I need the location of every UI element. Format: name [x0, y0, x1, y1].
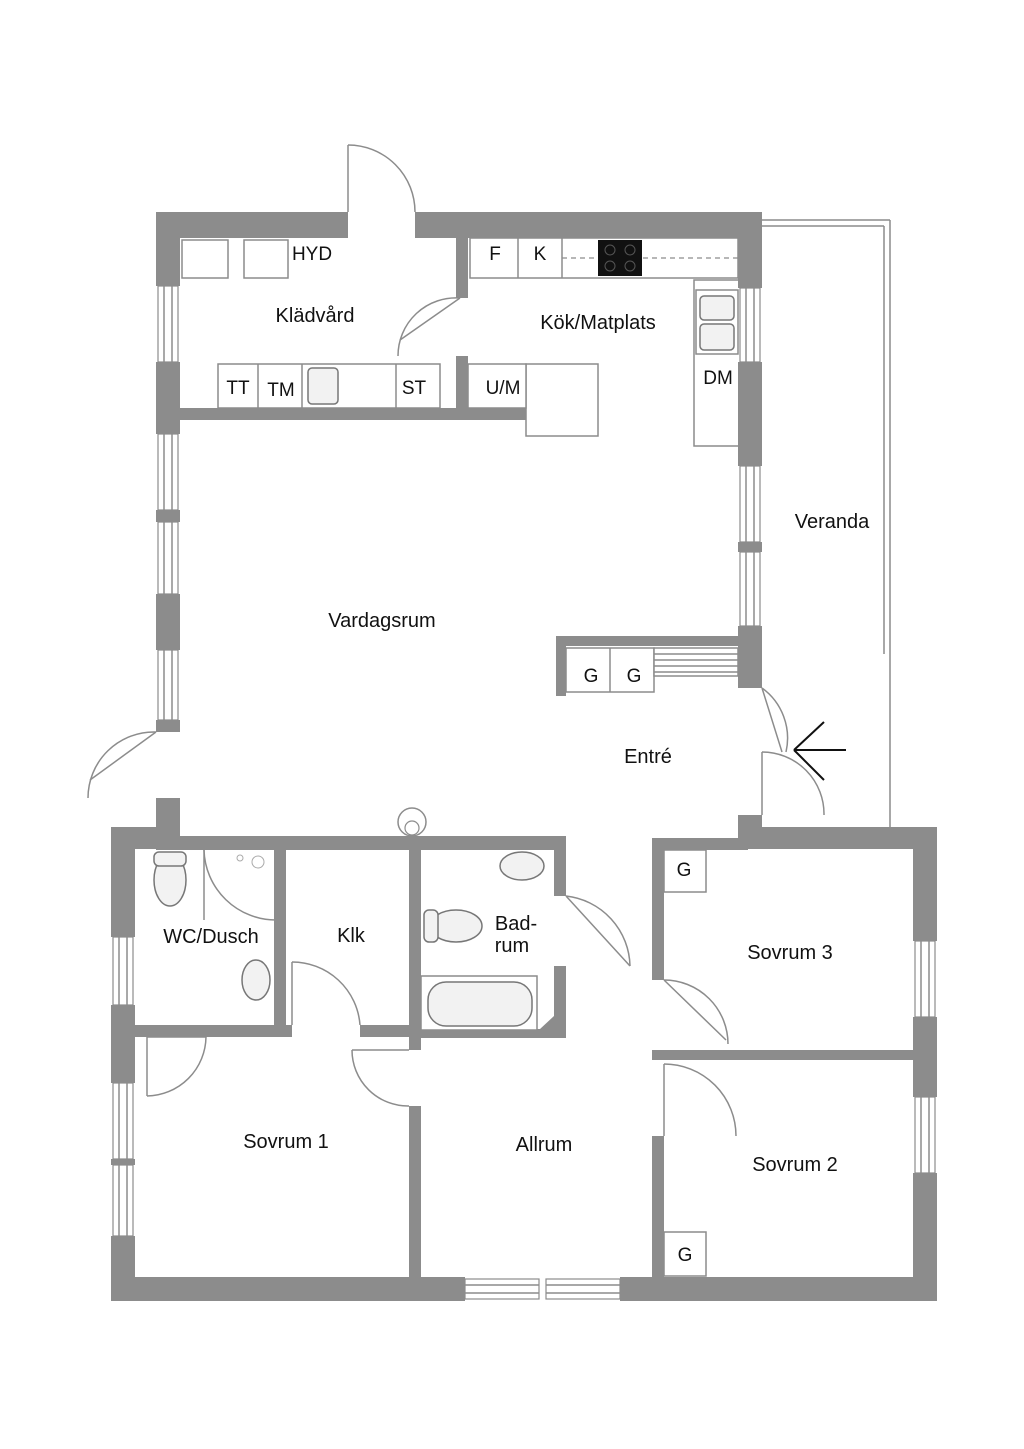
- room-entre: Entré: [624, 746, 672, 768]
- bath-fixtures: [420, 851, 545, 1031]
- bathtub-icon: [427, 981, 533, 1027]
- sink-icon: [699, 295, 735, 321]
- label-tm: TM: [267, 380, 294, 401]
- room-kok: Kök/Matplats: [540, 312, 656, 334]
- washbasin-icon: [241, 959, 271, 1001]
- label-k: K: [534, 244, 547, 265]
- room-sovrum3: Sovrum 3: [747, 942, 833, 964]
- room-veranda: Veranda: [795, 511, 870, 533]
- label-dm: DM: [703, 368, 733, 389]
- room-bad-line2: rum: [495, 935, 529, 957]
- stove-icon: [598, 240, 642, 276]
- room-wc: WC/Dusch: [163, 926, 259, 948]
- room-sovrum2: Sovrum 2: [752, 1154, 838, 1176]
- label-g-entre-1: G: [584, 666, 599, 687]
- room-bad-line1: Bad-: [495, 913, 537, 935]
- wc-fixtures: [153, 851, 271, 1001]
- label-um: U/M: [486, 378, 521, 399]
- room-labels: Klädvård Kök/Matplats Veranda Vardagsrum…: [163, 305, 870, 1176]
- label-g-sovrum3: G: [677, 860, 692, 881]
- room-allrum: Allrum: [516, 1134, 573, 1156]
- room-kladvard: Klädvård: [276, 305, 355, 327]
- entre-fixtures: [565, 647, 739, 693]
- exterior-walls: [111, 212, 937, 1301]
- vent-icon: [397, 807, 427, 837]
- doors: [87, 144, 825, 1137]
- label-hyd: HYD: [292, 244, 332, 265]
- kitchen-fixtures: [467, 237, 739, 409]
- washbasin-icon: [499, 851, 545, 881]
- interior-walls: [135, 236, 916, 1278]
- kitchen-outlines: [525, 219, 891, 827]
- label-f: F: [489, 244, 501, 265]
- room-klk: Klk: [337, 925, 366, 947]
- label-st: ST: [402, 378, 427, 399]
- entrance-arrow-icon: [793, 721, 846, 781]
- fixture-labels: HYD F K DM TT TM ST U/M G G G G: [226, 244, 732, 1266]
- label-g-entre-2: G: [627, 666, 642, 687]
- windows: [112, 285, 936, 1300]
- label-tt: TT: [226, 378, 250, 399]
- room-vardagsrum: Vardagsrum: [328, 610, 435, 632]
- label-g-sovrum2: G: [678, 1245, 693, 1266]
- wardrobes: [663, 849, 707, 1277]
- room-sovrum1: Sovrum 1: [243, 1131, 329, 1153]
- laundry-fixtures: [181, 239, 441, 409]
